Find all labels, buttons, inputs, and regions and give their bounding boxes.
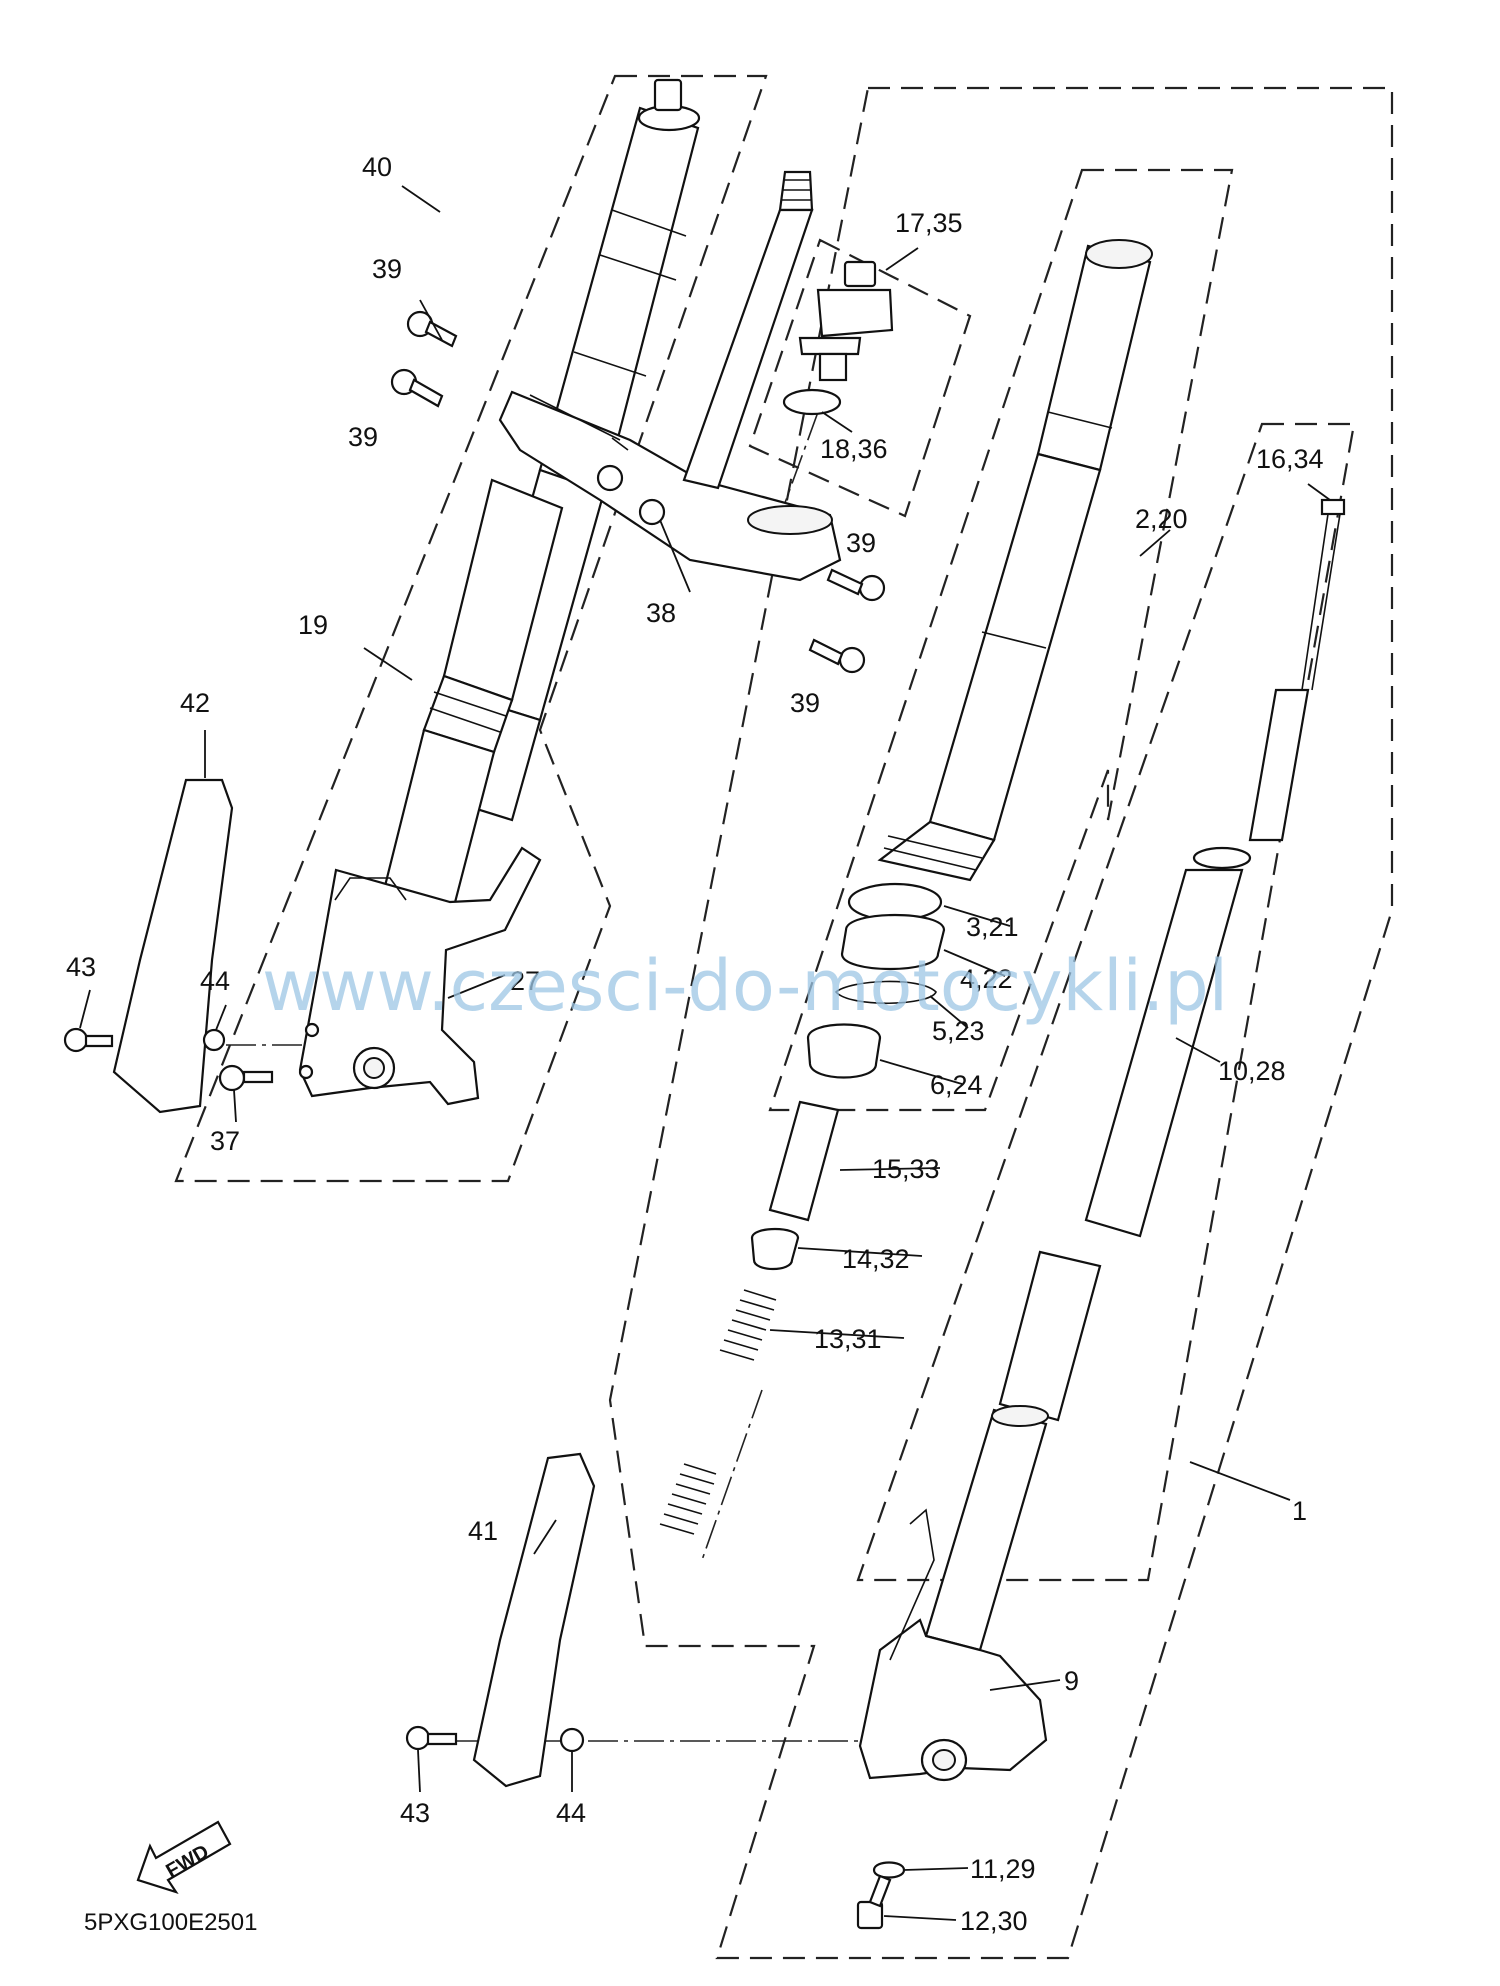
- spacer-15-33: [768, 1100, 840, 1222]
- label-9: 9: [1064, 1666, 1079, 1696]
- label-1: 1: [1292, 1496, 1307, 1526]
- drain-bolt-12-30: [856, 1874, 892, 1930]
- label-39-b: 39: [348, 422, 378, 452]
- label-13-31: 13,31: [814, 1324, 882, 1354]
- bolt-39-lower-b: [808, 638, 866, 674]
- collar-44-lower: [559, 1727, 585, 1753]
- group-boundary-left-fork: [174, 74, 768, 1183]
- leader-lines: [79, 185, 1331, 1921]
- label-6-24: 6,24: [930, 1070, 983, 1100]
- label-38: 38: [646, 598, 676, 628]
- label-12-30: 12,30: [960, 1906, 1028, 1936]
- label-43-upper: 43: [66, 952, 96, 982]
- label-44-lower: 44: [556, 1798, 586, 1828]
- label-17-35: 17,35: [895, 208, 963, 238]
- label-2-20: 2,20: [1135, 504, 1188, 534]
- watermark-text: www.czesci-do-motocykli.pl: [262, 945, 1228, 1027]
- bolt-39-upper-a: [406, 310, 458, 348]
- right-inner-tube-9: [858, 1405, 1049, 1782]
- label-44-upper: 44: [200, 966, 230, 996]
- collar-44-upper: [202, 1028, 226, 1052]
- fwd-arrow-icon: FWD: [136, 1820, 232, 1894]
- label-18-36: 18,36: [820, 434, 888, 464]
- washer-14-32: [750, 1228, 800, 1271]
- bolt-43-lower: [405, 1725, 458, 1751]
- oil-seal-4-22: [840, 913, 946, 971]
- damper-rod-10-28: [1084, 498, 1346, 1238]
- label-15-33: 15,33: [872, 1154, 940, 1184]
- left-fork-bottom-case-27: [298, 846, 542, 1106]
- label-41: 41: [468, 1516, 498, 1546]
- group-boundary-cap: [748, 238, 972, 518]
- label-10-28: 10,28: [1218, 1056, 1286, 1086]
- dust-seal-6-24: [806, 1023, 882, 1079]
- spring-13-31: [659, 1289, 777, 1535]
- group-boundary-outer-tube: [768, 168, 1234, 1112]
- label-43-lower: 43: [400, 1798, 430, 1828]
- label-27: 27: [510, 966, 540, 996]
- label-37: 37: [210, 1126, 240, 1156]
- label-5-23: 5,23: [932, 1016, 985, 1046]
- cap-bolt-17-35: [798, 260, 894, 382]
- label-3-21: 3,21: [966, 912, 1019, 942]
- fork-guard-41: [472, 1452, 596, 1788]
- bolt-43-upper: [63, 1027, 114, 1053]
- label-39-d: 39: [790, 688, 820, 718]
- stopper-ring-5-23: [834, 980, 937, 1005]
- centre-line-cap: [761, 411, 819, 567]
- steering-stem: [682, 170, 814, 490]
- group-boundary-right-fork: [608, 86, 1394, 1960]
- right-outer-tube-2-20: [877, 239, 1153, 882]
- label-19: 19: [298, 610, 328, 640]
- fork-guard-42: [112, 778, 234, 1114]
- bolt-37: [218, 1064, 274, 1092]
- label-40: 40: [362, 152, 392, 182]
- label-39-a: 39: [372, 254, 402, 284]
- o-ring-18-36: [782, 388, 842, 416]
- upper-bracket-38: [498, 390, 842, 582]
- label-42: 42: [180, 688, 210, 718]
- label-14-32: 14,32: [842, 1244, 910, 1274]
- centre-line-spring: [701, 1389, 763, 1561]
- label-16-34: 16,34: [1256, 444, 1324, 474]
- label-4-22: 4,22: [960, 964, 1013, 994]
- collar-8: [998, 1250, 1102, 1422]
- bolt-39-lower-a: [826, 568, 886, 602]
- diagram-code: 5PXG100E2501: [84, 1909, 257, 1936]
- label-11-29: 11,29: [970, 1854, 1036, 1884]
- bolt-39-upper-b: [390, 368, 444, 408]
- group-boundary-damper: [856, 422, 1356, 1582]
- washer-11-29: [872, 1861, 906, 1879]
- label-39-c: 39: [846, 528, 876, 558]
